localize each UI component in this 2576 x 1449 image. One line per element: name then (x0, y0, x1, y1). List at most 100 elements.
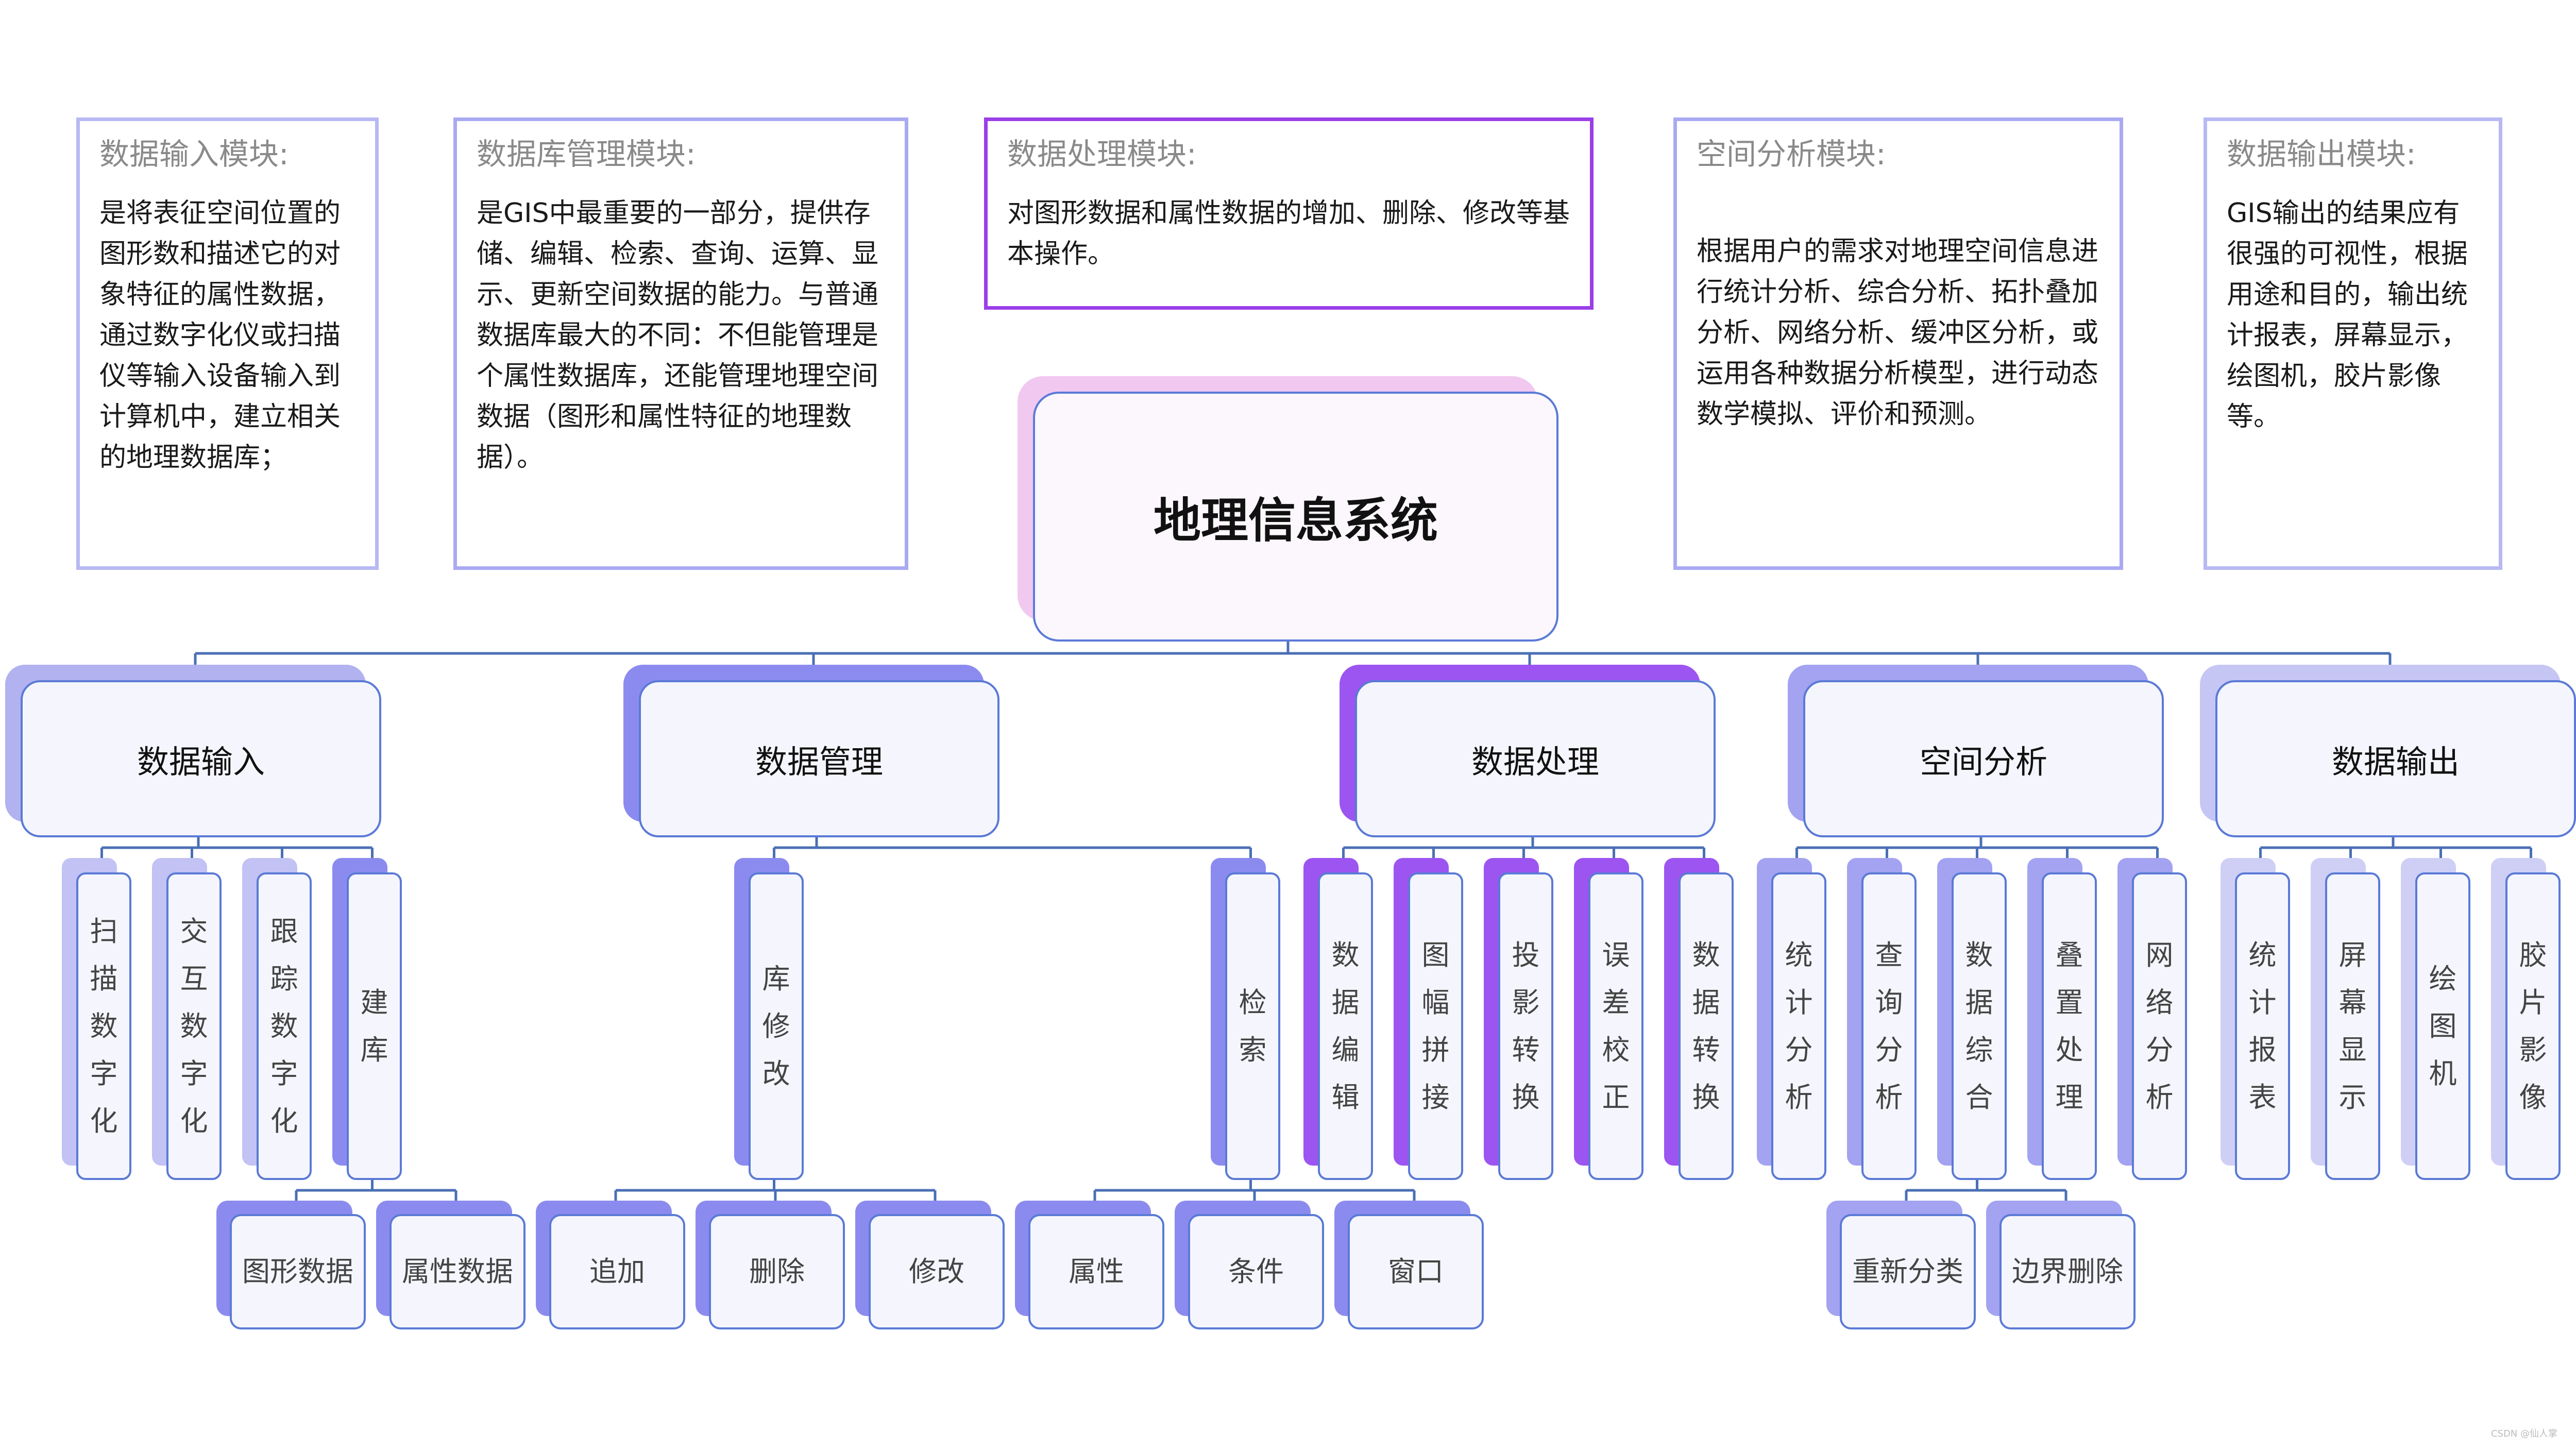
level3-node-card: 属性数据 (389, 1214, 526, 1329)
leaf-node-label: 误差校正 (1602, 938, 1630, 1114)
level3-node-card: 图形数据 (230, 1214, 366, 1329)
leaf-node-label: 交互数字化 (180, 915, 208, 1137)
leaf-node-label: 统计分析 (1785, 938, 1813, 1114)
level3-node: 属性数据 (376, 1201, 526, 1329)
description-title: 数据处理模块: (1007, 137, 1197, 172)
module-node-label: 数据管理 (755, 743, 883, 781)
leaf-node-label: 查询分析 (1875, 938, 1903, 1114)
leaf-node: 数据编辑 (1303, 858, 1373, 1180)
leaf-node-card: 建库 (347, 872, 402, 1180)
level3-node-card: 修改 (869, 1214, 1005, 1329)
watermark: CSDN @仙人掌 (2490, 1428, 2557, 1439)
module-node-card: 数据管理 (639, 680, 999, 837)
level3-node-card: 属性 (1028, 1214, 1164, 1329)
leaf-node-label: 建库 (360, 986, 388, 1066)
module-node-card: 数据处理 (1355, 680, 1716, 837)
module-node-card: 数据输出 (2215, 680, 2576, 837)
description-body: 是将表征空间位置的图形数和描述它的对象特征的属性数据，通过数字化仪或扫描仪等输入… (99, 198, 341, 473)
level3-node-label: 条件 (1228, 1255, 1284, 1288)
leaf-node-label: 投影转换 (1512, 938, 1540, 1114)
level3-node-card: 条件 (1188, 1214, 1324, 1329)
leaf-node-card: 误差校正 (1588, 872, 1643, 1180)
level3-node-label: 删除 (749, 1255, 805, 1288)
module-node: 空间分析 (1788, 665, 2164, 837)
module-node-label: 数据输出 (2331, 743, 2460, 781)
leaf-node-card: 绘图机 (2415, 872, 2470, 1180)
leaf-node-label: 扫描数字化 (90, 915, 118, 1137)
leaf-node: 统计分析 (1757, 858, 1826, 1180)
leaf-node: 屏幕显示 (2311, 858, 2380, 1180)
level3-node-card: 边界删除 (1999, 1214, 2136, 1329)
leaf-node-card: 统计分析 (1771, 872, 1826, 1180)
module-node-card: 数据输入 (21, 680, 381, 837)
leaf-node: 数据转换 (1664, 858, 1734, 1180)
leaf-node: 查询分析 (1847, 858, 1917, 1180)
module-node: 数据输入 (5, 665, 381, 837)
leaf-node-label: 胶片影像 (2519, 938, 2547, 1114)
root-label: 地理信息系统 (1153, 493, 1438, 548)
level3-node: 追加 (536, 1201, 685, 1329)
leaf-node: 误差校正 (1574, 858, 1643, 1180)
level3-node: 窗口 (1334, 1201, 1484, 1329)
level3-node-card: 窗口 (1348, 1214, 1484, 1329)
root-node: 地理信息系统 (1018, 376, 1558, 642)
level3-node-label: 窗口 (1388, 1255, 1444, 1288)
level3-node: 属性 (1015, 1201, 1164, 1329)
level3-node-card: 删除 (709, 1214, 845, 1329)
description-title: 数据输出模块: (2227, 137, 2416, 172)
description-input-module: 数据输入模块: 是将表征空间位置的图形数和描述它的对象特征的属性数据，通过数字化… (76, 117, 379, 570)
level3-node: 边界删除 (1986, 1201, 2136, 1329)
description-body: 是GIS中最重要的一部分，提供存储、编辑、检索、查询、运算、显示、更新空间数据的… (477, 198, 879, 473)
leaf-node: 跟踪数字化 (242, 858, 312, 1180)
description-processing-module: 数据处理模块: 对图形数据和属性数据的增加、删除、修改等基本操作。 (984, 117, 1594, 310)
leaf-node: 建库 (332, 858, 402, 1180)
leaf-node-card: 叠置处理 (2042, 872, 2097, 1180)
leaf-node-card: 网络分析 (2132, 872, 2187, 1180)
level3-node-label: 属性数据 (402, 1255, 513, 1288)
root-node-card: 地理信息系统 (1033, 392, 1558, 642)
leaf-node: 网络分析 (2117, 858, 2187, 1180)
leaf-node-label: 叠置处理 (2055, 938, 2083, 1114)
leaf-node: 统计报表 (2221, 858, 2290, 1180)
level3-node: 删除 (696, 1201, 845, 1329)
level3-node-label: 属性 (1069, 1255, 1124, 1288)
level3-node-card: 追加 (549, 1214, 685, 1329)
leaf-node-label: 数据编辑 (1331, 938, 1360, 1114)
leaf-node-label: 图幅拼接 (1421, 938, 1450, 1114)
level3-node-card: 重新分类 (1840, 1214, 1976, 1329)
leaf-node-card: 跟踪数字化 (257, 872, 312, 1180)
module-node: 数据输出 (2200, 665, 2576, 837)
leaf-node-label: 绘图机 (2429, 962, 2457, 1090)
module-node: 数据处理 (1340, 665, 1716, 837)
description-body: 根据用户的需求对地理空间信息进行统计分析、综合分析、拓扑叠加分析、网络分析、缓冲… (1697, 236, 2099, 430)
leaf-node: 数据综合 (1937, 858, 2007, 1180)
leaf-node: 交互数字化 (152, 858, 222, 1180)
leaf-node: 投影转换 (1484, 858, 1553, 1180)
description-output-module: 数据输出模块: GIS输出的结果应有很强的可视性，根据用途和目的，输出统计报表，… (2204, 117, 2502, 570)
leaf-node: 扫描数字化 (62, 858, 131, 1180)
leaf-node: 胶片影像 (2491, 858, 2561, 1180)
description-title: 数据输入模块: (99, 137, 289, 172)
leaf-node-card: 统计报表 (2235, 872, 2290, 1180)
level3-node: 修改 (855, 1201, 1005, 1329)
level3-node-label: 边界删除 (2012, 1255, 2123, 1288)
leaf-node-card: 数据综合 (1952, 872, 2007, 1180)
leaf-node-label: 数据综合 (1965, 938, 1993, 1114)
leaf-node-card: 数据编辑 (1318, 872, 1373, 1180)
leaf-node-card: 扫描数字化 (76, 872, 131, 1180)
leaf-node: 绘图机 (2401, 858, 2470, 1180)
description-title: 空间分析模块: (1697, 137, 1886, 172)
description-body: GIS输出的结果应有很强的可视性，根据用途和目的，输出统计报表，屏幕显示，绘图机… (2227, 198, 2468, 432)
leaf-node-label: 网络分析 (2145, 938, 2174, 1114)
level3-node: 图形数据 (216, 1201, 366, 1329)
leaf-node-label: 数据转换 (1692, 938, 1720, 1114)
leaf-node: 库修改 (734, 858, 804, 1180)
leaf-node-card: 屏幕显示 (2325, 872, 2380, 1180)
leaf-node-label: 检索 (1239, 986, 1267, 1066)
leaf-node-card: 数据转换 (1679, 872, 1734, 1180)
leaf-node-card: 投影转换 (1498, 872, 1553, 1180)
leaf-node: 检索 (1211, 858, 1280, 1180)
level3-node: 重新分类 (1826, 1201, 1976, 1329)
leaf-node-label: 库修改 (762, 962, 790, 1090)
level3-node: 条件 (1175, 1201, 1324, 1329)
